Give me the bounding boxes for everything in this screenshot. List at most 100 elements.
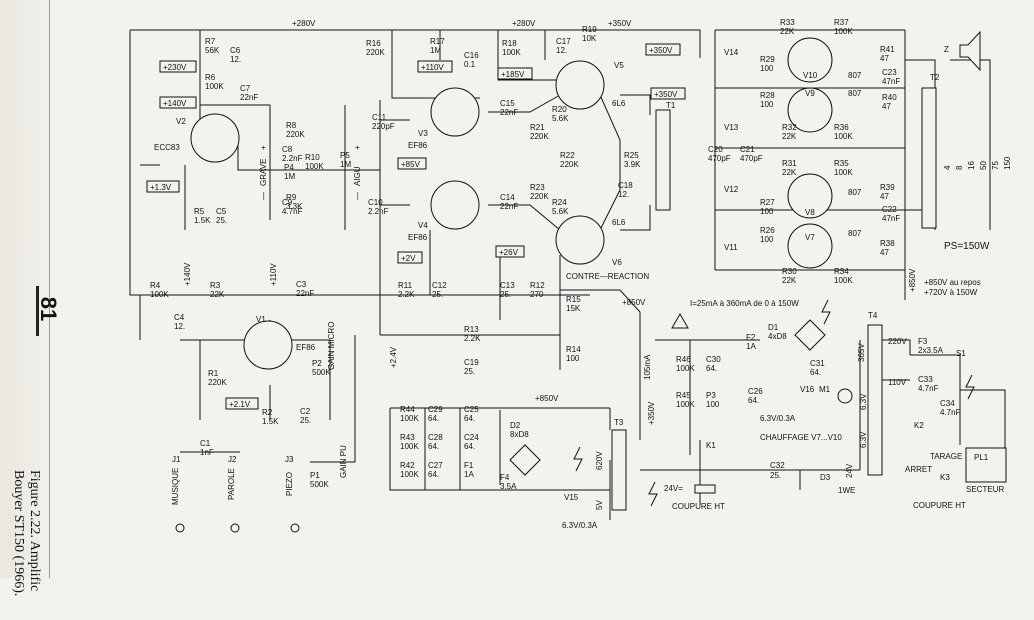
gain-micro-label: GAIN MICRO <box>327 322 336 370</box>
tubes <box>190 37 833 370</box>
voltage-label: 5V <box>595 500 604 510</box>
component-value: 100K <box>305 162 324 171</box>
component-ref: R11 <box>398 281 413 290</box>
component-value: 22K <box>780 27 795 36</box>
component-value: 470pF <box>740 154 763 163</box>
component-value: 100K <box>676 400 695 409</box>
component-ref: D2 <box>510 421 521 430</box>
component-value: 500K <box>312 368 331 377</box>
component-ref: R23 <box>530 183 545 192</box>
jack-ref: J2 <box>228 455 237 464</box>
component-value: 12. <box>174 322 185 331</box>
tube-id: V1 <box>256 315 266 324</box>
component-value: 470pF <box>708 154 731 163</box>
hv-bolt-icon <box>573 446 583 472</box>
rail-label: +230V <box>163 63 187 72</box>
rail-label: +350V <box>649 46 673 55</box>
component-ref: R28 <box>760 91 775 100</box>
component-ref: C8 <box>282 145 293 154</box>
component-ref: C18 <box>618 181 633 190</box>
component-ref: R27 <box>760 198 775 207</box>
tube-type: 807 <box>848 188 862 197</box>
jack-name: PIEZO <box>285 472 294 496</box>
component-value: 12. <box>618 190 629 199</box>
component-ref: C17 <box>556 37 571 46</box>
component-ref: R29 <box>760 55 775 64</box>
component-value: 220K <box>208 378 227 387</box>
component-ref: R9 <box>286 193 297 202</box>
tube-id: V4 <box>418 221 428 230</box>
component-value: 47nF <box>882 77 900 86</box>
lamp-rating: 6.3V/0.3A <box>562 521 598 530</box>
component-value: 4.7nF <box>940 408 961 417</box>
relay-ref: K2 <box>914 421 924 430</box>
feedback-label: CONTRE—REACTION <box>566 272 649 281</box>
tube-v10 <box>787 37 833 83</box>
voltage-label: 24V <box>845 463 854 478</box>
tube-type: 807 <box>848 89 862 98</box>
component-ref: C14 <box>500 193 515 202</box>
component-value: 22K <box>782 132 797 141</box>
plug-ref: PL1 <box>974 453 989 462</box>
tube-v3 <box>430 87 480 137</box>
component-value: 100K <box>400 470 419 479</box>
component-ref: C6 <box>230 46 241 55</box>
component-ref: C1 <box>200 439 211 448</box>
tube-v9 <box>787 87 833 133</box>
component-value: 1.5K <box>262 417 279 426</box>
component-ref: P3 <box>706 391 716 400</box>
component-value: 1nF <box>200 448 214 457</box>
jack-j1-icon <box>175 523 185 533</box>
rail-label: +280V <box>292 19 316 28</box>
component-value: 100 <box>706 400 720 409</box>
tube-labels: V1 EF86 V2 ECC83 V3 EF86 V4 EF86 V5 6L6 … <box>154 61 862 352</box>
tube-v4 <box>430 180 480 230</box>
component-ref: R24 <box>552 198 567 207</box>
component-value: 100K <box>834 132 853 141</box>
tube-type: EF86 <box>408 233 428 242</box>
bridge-d2-icon <box>509 444 541 476</box>
tube-v2 <box>190 113 240 163</box>
lamp-ref: V11 <box>724 243 738 252</box>
lamp-ref: V14 <box>724 48 739 57</box>
component-value: 100K <box>400 442 419 451</box>
component-ref: C26 <box>748 387 763 396</box>
component-value: 220K <box>560 160 579 169</box>
component-ref: F4 <box>500 473 510 482</box>
component-value: 1A <box>464 470 474 479</box>
component-ref: R21 <box>530 123 545 132</box>
component-value: 220K <box>366 48 385 57</box>
meter-ref: M1 <box>819 385 831 394</box>
component-ref: F2 <box>746 333 756 342</box>
component-value: 12. <box>230 55 241 64</box>
component-ref: R18 <box>502 39 517 48</box>
component-ref: R37 <box>834 18 849 27</box>
component-value: 100 <box>760 207 774 216</box>
jack-name: MUSIQUE <box>171 468 180 505</box>
rail-label: +350V <box>608 19 632 28</box>
tube-id: V9 <box>805 89 815 98</box>
component-ref: R12 <box>530 281 545 290</box>
tube-id: V6 <box>612 258 622 267</box>
transformer-t1 <box>655 109 671 211</box>
component-value: 8xD8 <box>510 430 529 439</box>
component-ref: F1 <box>464 461 474 470</box>
component-ref: R40 <box>882 93 897 102</box>
rail-label: +140V <box>183 262 192 286</box>
component-value: 100K <box>502 48 521 57</box>
component-value: 22nF <box>296 289 314 298</box>
tap-label: 16 <box>967 161 976 170</box>
component-value: 56K <box>205 46 220 55</box>
component-ref: R15 <box>566 295 581 304</box>
component-ref: C20 <box>708 145 723 154</box>
component-ref: C10 <box>368 198 383 207</box>
tap-label: 150 <box>1003 156 1012 170</box>
speaker-label: Z <box>944 45 949 54</box>
component-value: 100K <box>834 27 853 36</box>
page-number-bar <box>36 286 39 336</box>
current-label: 105mA <box>643 354 652 380</box>
component-value: 2.2K <box>464 334 481 343</box>
component-ref: R25 <box>624 151 639 160</box>
margin-rule <box>49 0 50 578</box>
page-gutter <box>0 0 56 578</box>
